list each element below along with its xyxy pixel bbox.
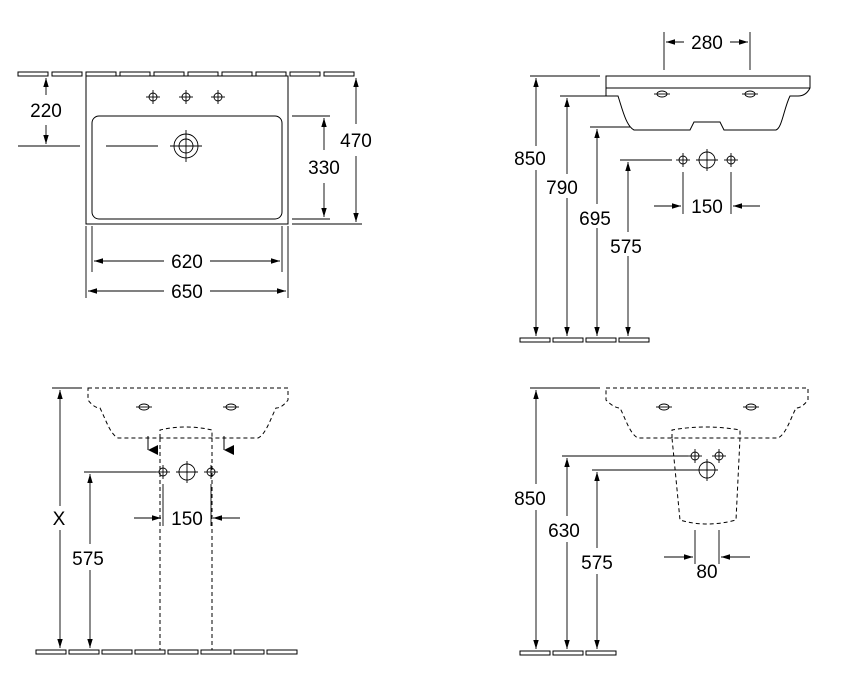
plan-wall-line bbox=[17, 71, 355, 77]
pedestal-floor-line bbox=[35, 649, 298, 655]
side-floor-line bbox=[519, 337, 650, 343]
dim-620: 620 bbox=[91, 226, 283, 273]
dim-575-side: 575 bbox=[610, 162, 642, 336]
dim-150-pedestal-label: 150 bbox=[171, 509, 203, 530]
dim-x: X bbox=[52, 387, 82, 648]
semi-floor-line bbox=[519, 650, 617, 656]
dim-630-label: 630 bbox=[548, 521, 580, 542]
dim-150-side: 150 bbox=[654, 172, 760, 218]
dim-150-side-label: 150 bbox=[691, 197, 723, 218]
dim-150-pedestal: 150 bbox=[134, 484, 240, 530]
dim-x-label: X bbox=[53, 509, 66, 530]
dim-850-semi-label: 850 bbox=[514, 489, 546, 510]
semi-pedestal-body bbox=[671, 426, 741, 525]
plan-view: 220 330 470 620 bbox=[17, 71, 372, 303]
dim-575-pedestal-label: 575 bbox=[72, 549, 104, 570]
dim-790-label: 790 bbox=[546, 178, 578, 199]
plan-basin-outline bbox=[85, 75, 289, 225]
dim-850-semi: 850 bbox=[514, 387, 600, 649]
dim-80: 80 bbox=[664, 530, 750, 583]
dim-695: 695 bbox=[579, 129, 611, 336]
dim-280: 280 bbox=[663, 32, 751, 70]
semi-supply-holes bbox=[562, 449, 726, 481]
dim-695-label: 695 bbox=[579, 209, 611, 230]
dim-575-side-label: 575 bbox=[610, 237, 642, 258]
dim-850-side: 850 bbox=[514, 78, 546, 336]
dim-630: 630 bbox=[548, 458, 580, 649]
pedestal-view: 150 X 575 bbox=[35, 387, 298, 655]
dim-575-pedestal: 575 bbox=[72, 474, 104, 648]
dim-330-label: 330 bbox=[308, 158, 340, 179]
dim-330: 330 bbox=[292, 115, 340, 220]
wall-hung-view: 280 150 850 bbox=[514, 32, 811, 343]
pedestal-supply-holes bbox=[84, 461, 218, 483]
dim-470: 470 bbox=[292, 78, 372, 225]
dim-620-label: 620 bbox=[171, 252, 203, 273]
dim-280-label: 280 bbox=[691, 33, 723, 54]
dim-850-side-label: 850 bbox=[514, 149, 546, 170]
semi-basin-outline bbox=[605, 387, 809, 439]
dim-220-label: 220 bbox=[30, 101, 62, 122]
side-basin-profile bbox=[605, 75, 811, 131]
dim-80-label: 80 bbox=[696, 562, 717, 583]
pedestal-column bbox=[159, 426, 213, 650]
dim-220: 220 bbox=[18, 78, 80, 147]
dim-650-label: 650 bbox=[171, 282, 203, 303]
dim-575-semi: 575 bbox=[581, 472, 613, 649]
pedestal-basin-outline bbox=[87, 387, 289, 439]
dim-470-label: 470 bbox=[340, 131, 372, 152]
dim-650: 650 bbox=[85, 226, 289, 303]
plan-bowl-outline bbox=[91, 115, 283, 220]
dim-790: 790 bbox=[546, 98, 578, 336]
plan-waste-outlet bbox=[106, 130, 202, 162]
semi-pedestal-view: 80 850 630 575 bbox=[514, 387, 809, 656]
plan-tap-holes bbox=[146, 90, 225, 104]
side-supply-holes bbox=[676, 149, 738, 171]
dim-575-semi-label: 575 bbox=[581, 553, 613, 574]
